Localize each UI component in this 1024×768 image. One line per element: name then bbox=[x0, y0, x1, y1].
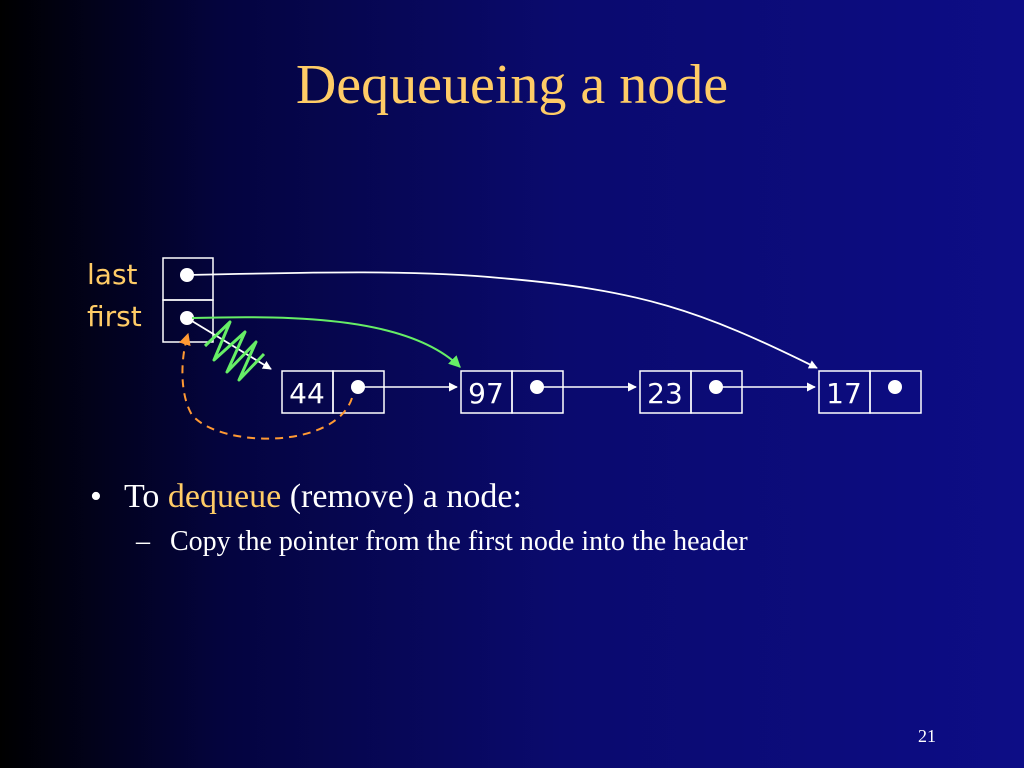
list-node: 17 bbox=[818, 370, 922, 414]
node-value: 97 bbox=[468, 377, 504, 410]
node-next-cell bbox=[332, 370, 385, 414]
bullet-main-suffix: (remove) a node: bbox=[281, 478, 522, 515]
page-number: 21 bbox=[918, 726, 936, 746]
bullet-main-highlight: dequeue bbox=[167, 478, 282, 515]
copy-pointer-arrow bbox=[179, 332, 353, 440]
bullet-list: • To dequeue (remove) a node: –Copy the p… bbox=[90, 478, 748, 558]
node-value: 44 bbox=[289, 377, 325, 410]
new-first-pointer-arrow bbox=[191, 316, 461, 368]
node-value: 23 bbox=[647, 377, 683, 410]
node-next-cell bbox=[869, 370, 922, 414]
first-label: first bbox=[87, 300, 142, 333]
node-next-dot bbox=[888, 380, 902, 394]
list-node: 23 bbox=[639, 370, 743, 414]
bullet-sub: –Copy the pointer from the first node in… bbox=[90, 526, 748, 558]
node-value: 17 bbox=[826, 377, 862, 410]
last-pointer-arrow bbox=[186, 271, 818, 369]
slide-title: Dequeueing a node bbox=[295, 54, 729, 116]
list-node: 44 bbox=[281, 370, 385, 414]
node-next-cell bbox=[511, 370, 564, 414]
bullet-sub-text: Copy the pointer from the first node int… bbox=[170, 526, 748, 557]
node-next-cell bbox=[690, 370, 743, 414]
last-label: last bbox=[87, 258, 138, 291]
list-node: 97 bbox=[460, 370, 564, 414]
cross-out-scribble bbox=[203, 320, 266, 382]
bullet-dash: – bbox=[136, 526, 150, 557]
bullet-main-prefix: To bbox=[124, 478, 168, 515]
bullet-main: • To dequeue (remove) a node: bbox=[90, 478, 748, 516]
bullet-dot: • bbox=[90, 478, 102, 515]
